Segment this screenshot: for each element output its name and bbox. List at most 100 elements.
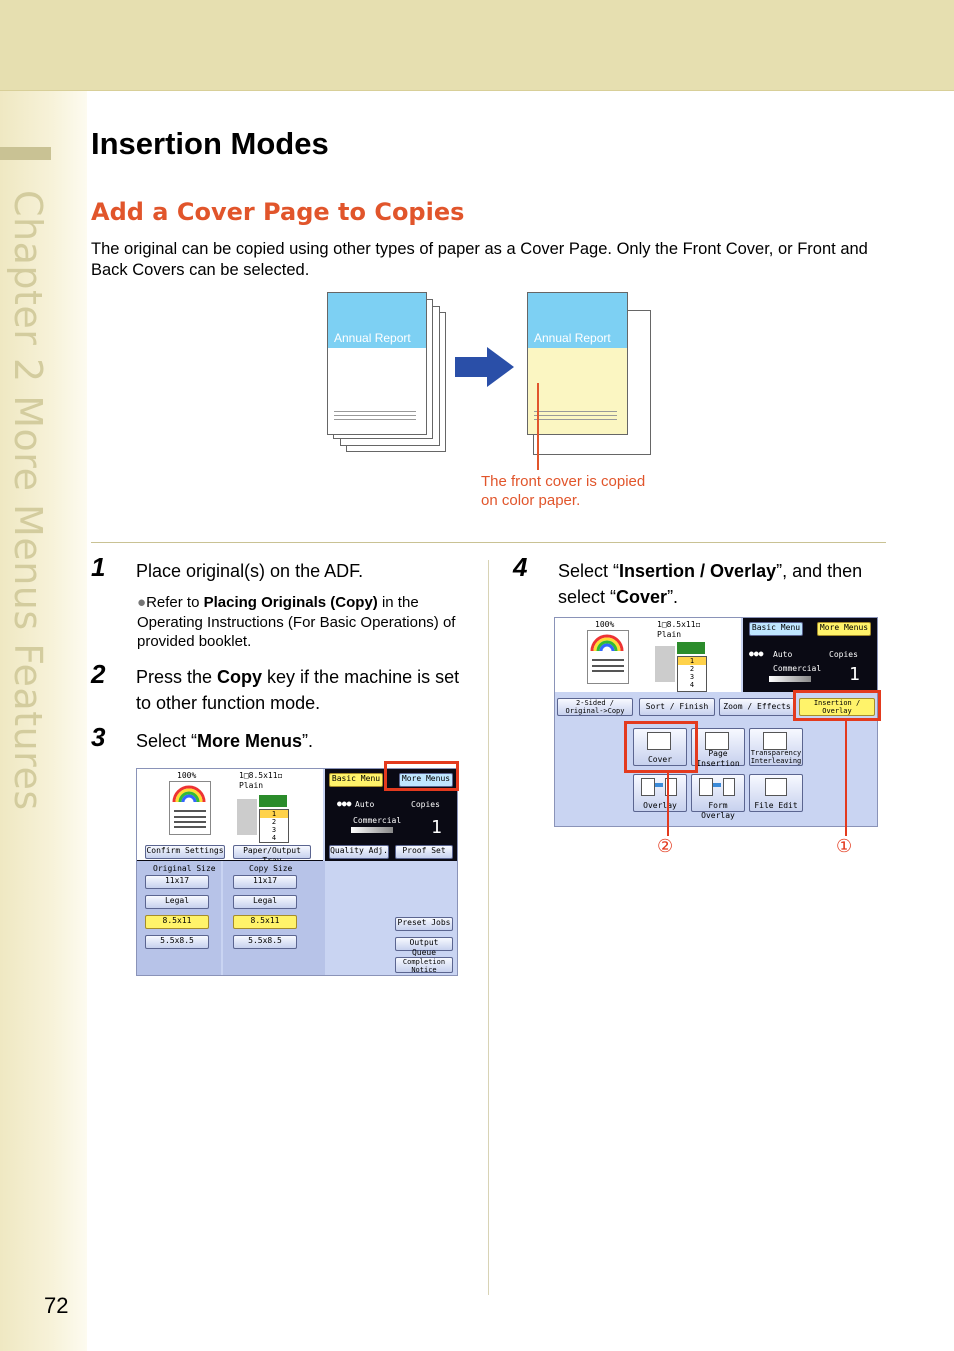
completion-notice-button[interactable]: Completion Notice <box>395 957 453 974</box>
copies-label: Copies <box>411 800 440 809</box>
intro-paragraph: The original can be copied using other t… <box>91 240 868 279</box>
quality-adj-button[interactable]: Quality Adj. <box>329 845 389 859</box>
callout-line-1 <box>845 721 847 836</box>
rainbow-icon <box>172 785 206 803</box>
note-text: Refer to <box>146 594 204 611</box>
step-text-part: key if the machine is set to other funct… <box>136 667 460 713</box>
highlight-cover <box>624 721 698 773</box>
step-text-part: Select “ <box>136 731 198 751</box>
column-divider <box>488 560 489 1295</box>
step-text: Press the Copy key if the machine is set… <box>136 664 466 716</box>
highlight-insertion-overlay <box>793 690 881 721</box>
step-text-part: ”. <box>667 587 679 607</box>
auto-mode: Auto <box>355 800 375 809</box>
callout-number-2: ② <box>657 836 674 856</box>
color-dots-icon: ●●● <box>749 649 764 658</box>
page-number: 72 <box>44 1293 69 1318</box>
copies-value: 1 <box>431 817 442 838</box>
copy-size-option-selected[interactable]: 8.5x11 <box>233 915 297 929</box>
preview-panel: 100% 1□8.5x11◻ Plain 1 2 3 4 <box>137 769 323 860</box>
tray-stack: 1 2 3 4 <box>677 656 707 692</box>
step-key: Cover <box>616 587 668 607</box>
tray-2: 2 <box>689 665 695 673</box>
original-size-label: Original Size <box>153 864 216 873</box>
density-bar[interactable] <box>769 676 811 682</box>
step-text: Select “Insertion / Overlay”, and then s… <box>558 558 888 610</box>
text-line <box>334 415 416 416</box>
bullet-icon: ● <box>137 594 147 611</box>
page-insertion-button[interactable]: Page Insertion <box>691 728 745 768</box>
cover-band: Annual Report <box>528 293 627 348</box>
original-size-option-selected[interactable]: 8.5x11 <box>145 915 209 929</box>
step-key: Insertion / Overlay <box>619 561 777 581</box>
original-preview <box>587 630 629 684</box>
paper-size: 1□8.5x11◻ <box>657 620 701 629</box>
step-number: 2 <box>91 659 106 689</box>
note-text: in the Operating Instructions (For Basic… <box>137 594 456 650</box>
tab-insertion-overlay[interactable]: Insertion / Overlay <box>799 698 875 716</box>
callout-number-1: ① <box>836 836 853 856</box>
callout-line <box>537 383 539 470</box>
density-bar[interactable] <box>351 827 393 833</box>
original-size-option[interactable]: 5.5x8.5 <box>145 935 209 949</box>
chapter-marker <box>0 147 51 160</box>
paper-size: 1□8.5x11◻ <box>239 771 283 780</box>
tray-1: 1 <box>260 810 288 818</box>
tray-2: 2 <box>271 818 277 826</box>
paper-output-tray-button[interactable]: Paper/Output Tray <box>233 845 311 865</box>
copy-size-option[interactable]: 11x17 <box>233 875 297 889</box>
machine-icon <box>655 646 675 682</box>
cover-band: Annual Report <box>328 293 426 348</box>
text-line <box>334 411 416 412</box>
output-queue-button[interactable]: Output Queue <box>395 937 453 957</box>
doc-label: Annual Report <box>534 331 611 345</box>
step-text: Place original(s) on the ADF. <box>136 561 364 581</box>
highlight-more-menus <box>384 761 459 791</box>
copier-screen-basic: 100% 1□8.5x11◻ Plain 1 2 3 4 Basic Menu … <box>136 768 458 976</box>
color-cover-page: Annual Report <box>527 292 628 435</box>
zoom-level: 100% <box>177 771 197 780</box>
tray-4: 4 <box>271 834 277 842</box>
original-size-option[interactable]: 11x17 <box>145 875 209 889</box>
more-menus-button[interactable]: More Menus <box>817 622 871 636</box>
tab-sort-finish[interactable]: Sort / Finish <box>639 698 715 716</box>
copy-size-label: Copy Size <box>249 864 293 873</box>
tray-1: 1 <box>678 657 706 665</box>
callout-line2: on color paper. <box>481 492 581 509</box>
note-ref: Placing Originals (Copy) <box>203 594 378 611</box>
original-preview <box>169 781 211 835</box>
tray-3: 3 <box>271 826 277 834</box>
callout-line-2 <box>667 773 669 836</box>
quality-mode: Commercial <box>773 664 822 673</box>
copier-screen-more-menus: 100% 1□8.5x11◻ Plain 1 2 3 4 Basic Menu … <box>554 617 878 827</box>
basic-menu-button[interactable]: Basic Menu <box>749 622 803 636</box>
step-key: More Menus <box>197 731 303 751</box>
arrow-right-icon <box>455 347 514 387</box>
original-size-option[interactable]: Legal <box>145 895 209 909</box>
basic-menu-button[interactable]: Basic Menu <box>329 773 383 787</box>
tab-zoom-effects[interactable]: Zoom / Effects <box>719 698 795 716</box>
step-note: ●Refer to Placing Originals (Copy) in th… <box>137 593 467 652</box>
text-line <box>334 419 416 420</box>
section-title: Add a Cover Page to Copies <box>91 198 465 226</box>
preset-jobs-button[interactable]: Preset Jobs <box>395 917 453 931</box>
step-number: 4 <box>513 552 528 582</box>
overlay-icon <box>641 778 677 796</box>
paper-type: Plain <box>239 781 264 790</box>
confirm-settings-button[interactable]: Confirm Settings <box>145 845 225 859</box>
cover-icon <box>647 732 671 750</box>
original-front-page: Annual Report <box>327 292 427 435</box>
more-menus-button[interactable]: More Menus <box>399 773 453 787</box>
zoom-level: 100% <box>595 620 615 629</box>
top-band <box>0 0 954 91</box>
file-edit-icon <box>765 778 787 796</box>
auto-mode: Auto <box>773 650 793 659</box>
copy-size-option[interactable]: 5.5x8.5 <box>233 935 297 949</box>
text-line <box>534 411 617 412</box>
preview-panel: 100% 1□8.5x11◻ Plain 1 2 3 4 <box>555 618 741 692</box>
proof-set-button[interactable]: Proof Set <box>395 845 453 859</box>
chapter-tab: Chapter 2 More Menus Features <box>6 190 50 811</box>
copy-size-option[interactable]: Legal <box>233 895 297 909</box>
step-text-part: Press the <box>136 667 218 687</box>
tab-2-sided[interactable]: 2-Sided / Original->Copy <box>557 698 633 716</box>
